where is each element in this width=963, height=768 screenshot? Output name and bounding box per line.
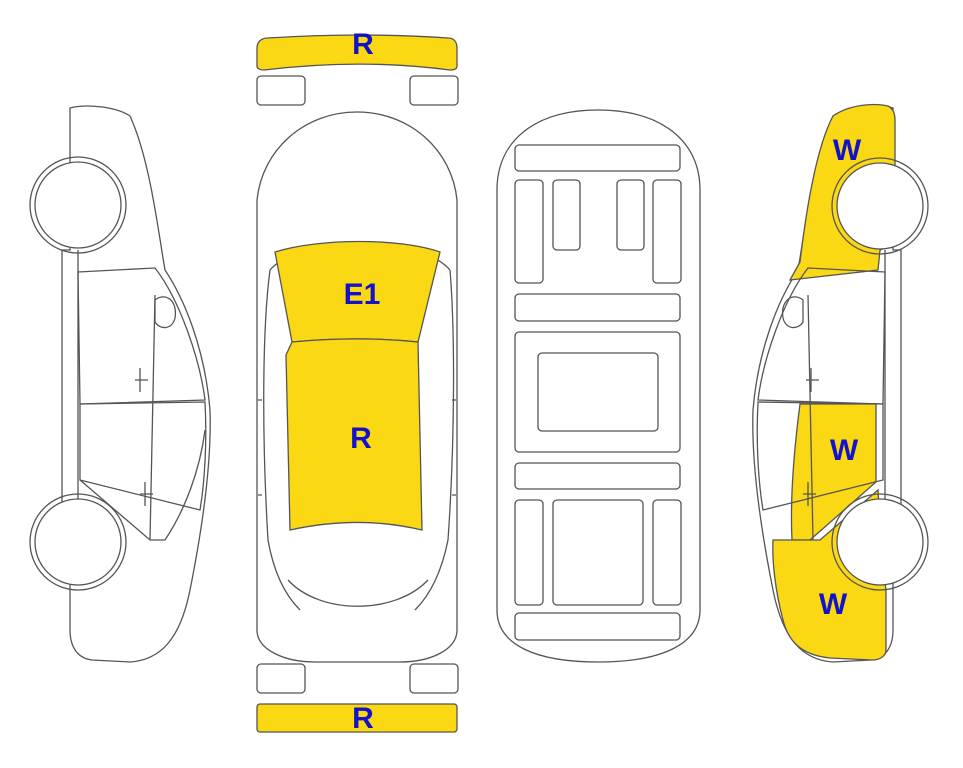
left-side-window-frame	[77, 267, 206, 405]
top-view-trunk-line	[287, 579, 429, 607]
top-view-left-a-pillar	[263, 269, 301, 611]
right-rear-wing-code: W	[819, 588, 848, 621]
right-rear-door-code: W	[830, 434, 859, 467]
underbody-engine-left	[552, 179, 581, 251]
left-side-rear-wheel	[34, 498, 122, 586]
left-side-view	[29, 105, 211, 663]
underbody-mid-crossmember	[514, 293, 681, 322]
underbody-left-front-rail	[514, 179, 544, 284]
front-bumper-code: R	[352, 28, 374, 61]
left-side-door-line	[79, 429, 206, 541]
right-side-pillar	[807, 294, 814, 541]
left-side-handle-rear	[140, 482, 153, 506]
underbody-left-rear-rail	[514, 499, 544, 606]
roof	[285, 338, 423, 531]
underbody-spare-wheel-well	[552, 499, 644, 606]
underbody-floor-pan	[514, 331, 681, 453]
roof-code: R	[350, 422, 372, 455]
front-left-headlight	[256, 75, 306, 106]
rear-bumper	[256, 703, 458, 733]
right-side-front-wheel-arch	[831, 157, 929, 255]
right-side-view: W W W	[752, 103, 929, 663]
left-side-front-wheel-arch	[29, 156, 127, 254]
right-side-handle-front	[806, 368, 819, 392]
rear-left-taillight	[256, 663, 306, 694]
underbody-front-crossmember	[514, 144, 681, 172]
right-side-mirror	[781, 296, 804, 329]
right-side-rear-wheel	[836, 498, 924, 586]
right-side-rear-wheel-arch	[831, 493, 929, 591]
underbody-rear-crossmember	[514, 462, 681, 490]
left-side-rear-wheel-arch	[29, 493, 127, 591]
rear-right-taillight	[409, 663, 459, 694]
rear-bumper-code: R	[352, 702, 374, 735]
right-side-front-wheel	[836, 162, 924, 250]
left-side-front-wheel	[34, 161, 122, 249]
front-bumper	[256, 34, 458, 71]
top-view-left-door-seam	[258, 399, 262, 496]
top-view-right-a-pillar	[414, 269, 455, 611]
top-view: R E1 R R	[256, 28, 459, 735]
underbody-rear-panel	[514, 612, 681, 641]
left-side-rear-glass	[79, 401, 207, 511]
left-side-handle-front	[135, 368, 148, 392]
top-view-right-door-seam	[452, 399, 456, 496]
underbody-engine-right	[616, 179, 645, 251]
underbody-floor-pan-inner	[537, 352, 659, 432]
underbody-right-rear-rail	[652, 499, 682, 606]
underbody-right-front-rail	[652, 179, 682, 284]
right-side-handle-rear	[803, 482, 816, 506]
right-front-wing-code: W	[833, 134, 862, 167]
left-side-pillar	[149, 294, 156, 541]
front-right-headlight	[409, 75, 459, 106]
underbody-outline	[496, 109, 701, 663]
left-side-mirror	[154, 296, 177, 329]
windshield-code: E1	[344, 278, 381, 311]
right-side-rear-glass	[756, 401, 884, 511]
right-side-window-frame	[757, 267, 886, 405]
underbody-view	[496, 109, 701, 663]
